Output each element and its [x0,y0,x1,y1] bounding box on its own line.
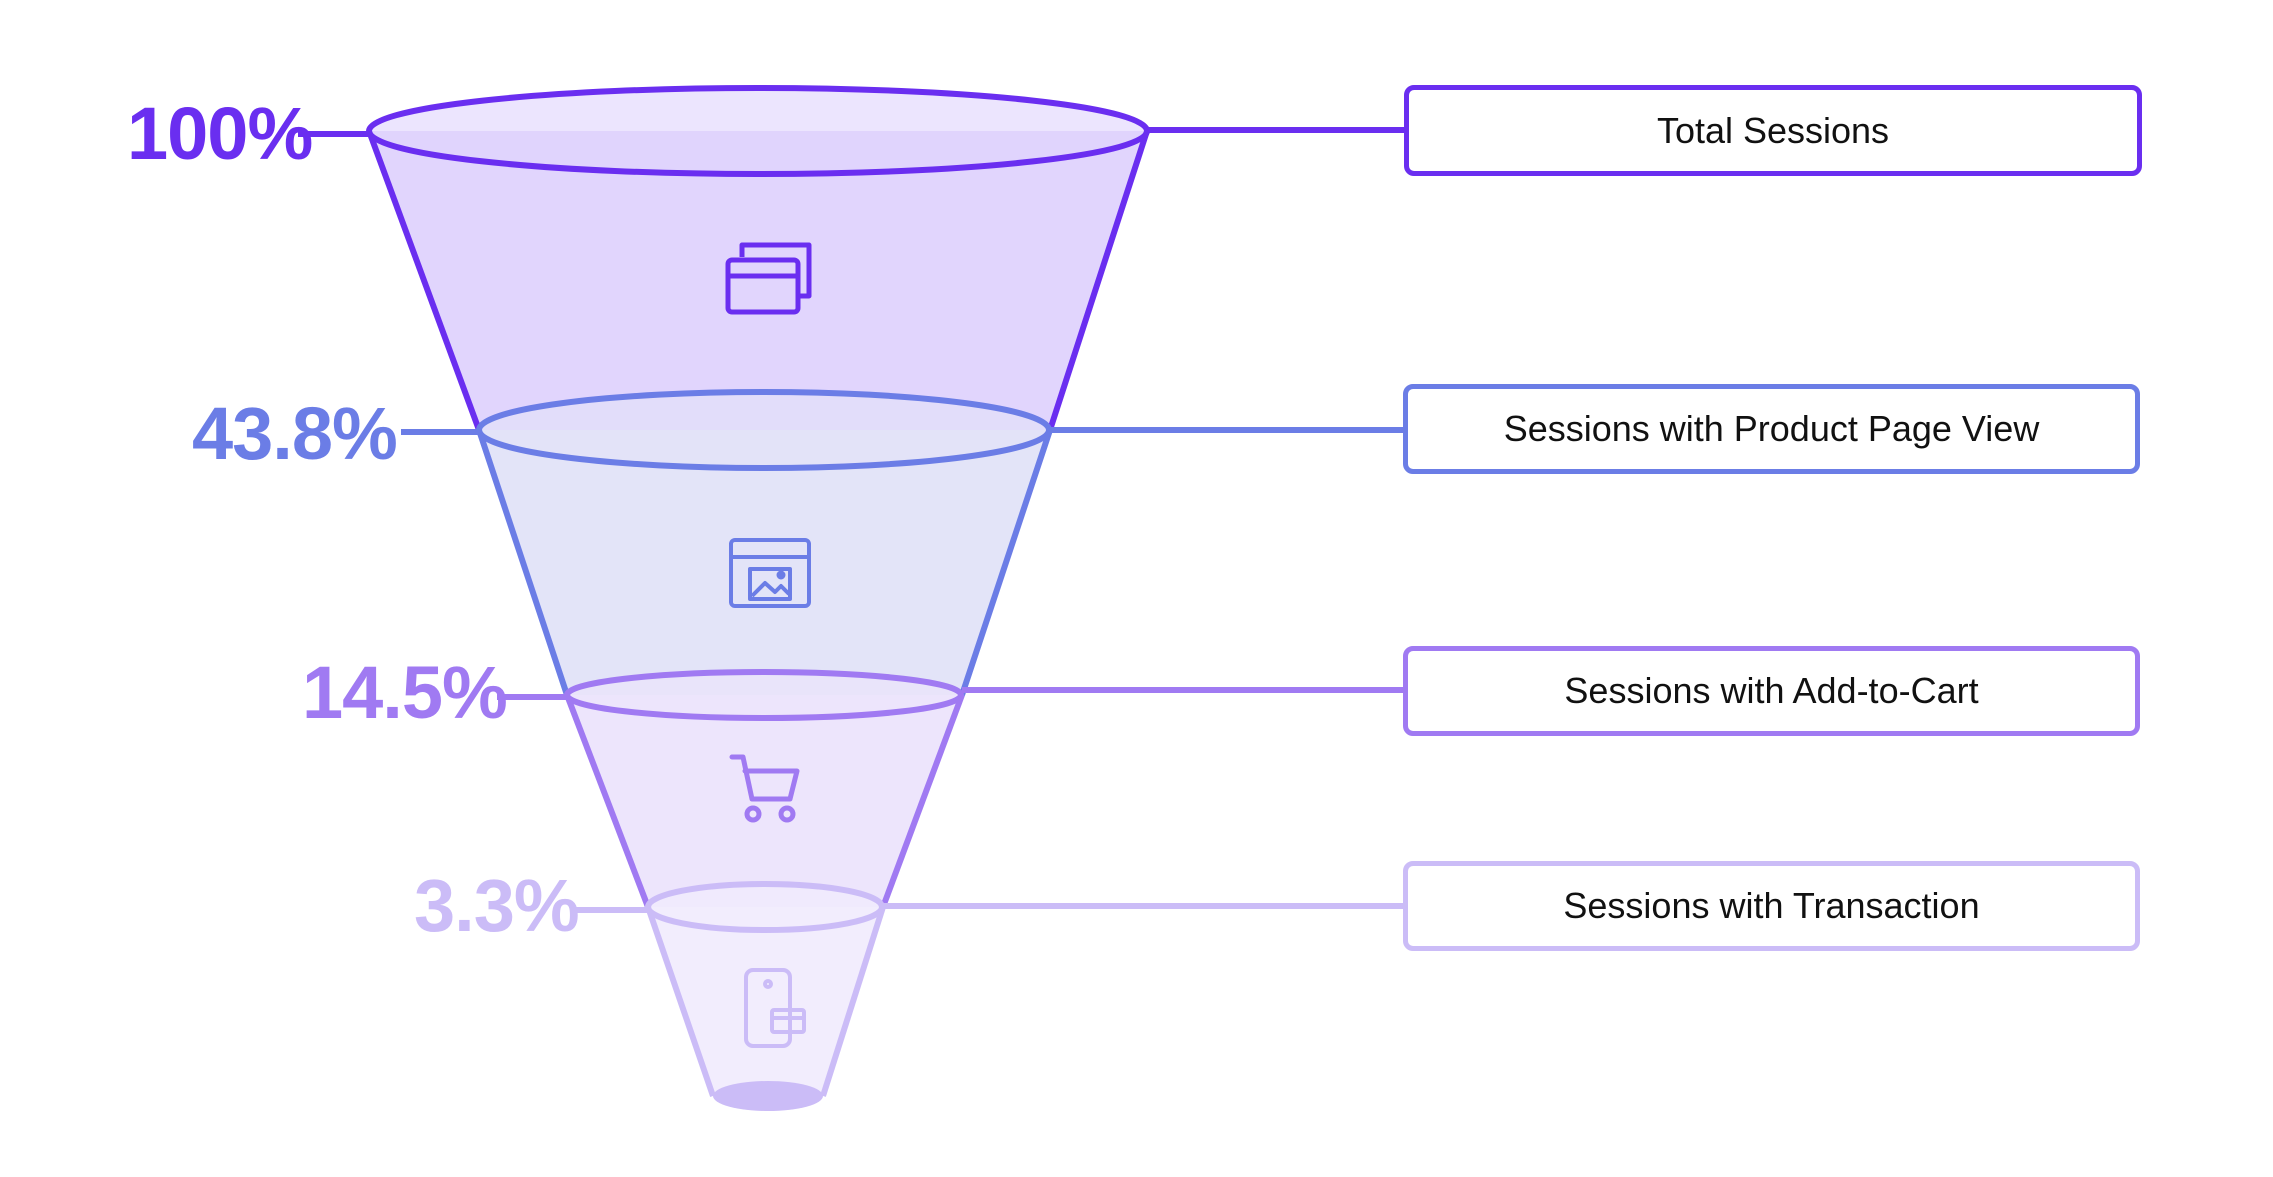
stage-label-box-1: Total Sessions [1404,85,2142,176]
stage-percent-1: 100% [127,92,313,175]
shopping-cart-icon [729,754,800,823]
funnel-edge-right-1 [1047,130,1150,431]
browser-windows-icon [725,242,812,315]
funnel-rim-3 [564,669,964,721]
funnel-bottom-cap [713,1081,823,1111]
funnel-rim-1 [366,85,1150,177]
stage-label-box-4: Sessions with Transaction [1403,861,2140,951]
funnel-edge-left-3 [564,693,651,909]
funnel-edge-left-1 [366,129,482,432]
funnel-edge-right-3 [880,693,965,909]
stage-label-text: Total Sessions [1656,109,1890,151]
mobile-payment-icon [744,968,806,1048]
stage-percent-2: 43.8% [192,392,398,475]
stage-label-text: Sessions with Add-to-Cart [1564,670,1979,711]
funnel-segment-2 [479,430,1050,695]
funnel-edge-left-2 [476,429,570,696]
stage-label-text: Sessions with Product Page View [1503,408,2040,449]
stage-label-text: Sessions with Transaction [1563,885,1980,926]
funnel-rim-4 [645,881,885,933]
funnel-edge-left-4 [645,906,716,1097]
product-page-image-icon [729,538,811,608]
stage-percent-3: 14.5% [302,651,508,734]
funnel-edge-right-2 [959,429,1053,696]
funnel-segment-1 [369,131,1147,430]
funnel-segment-4 [648,907,883,1096]
stage-label-box-3: Sessions with Add-to-Cart [1403,646,2140,736]
stage-percent-4: 3.3% [414,864,580,947]
stage-label-box-2: Sessions with Product Page View [1403,384,2140,474]
funnel-edge-right-4 [820,906,886,1097]
funnel-rim-2 [476,389,1052,471]
